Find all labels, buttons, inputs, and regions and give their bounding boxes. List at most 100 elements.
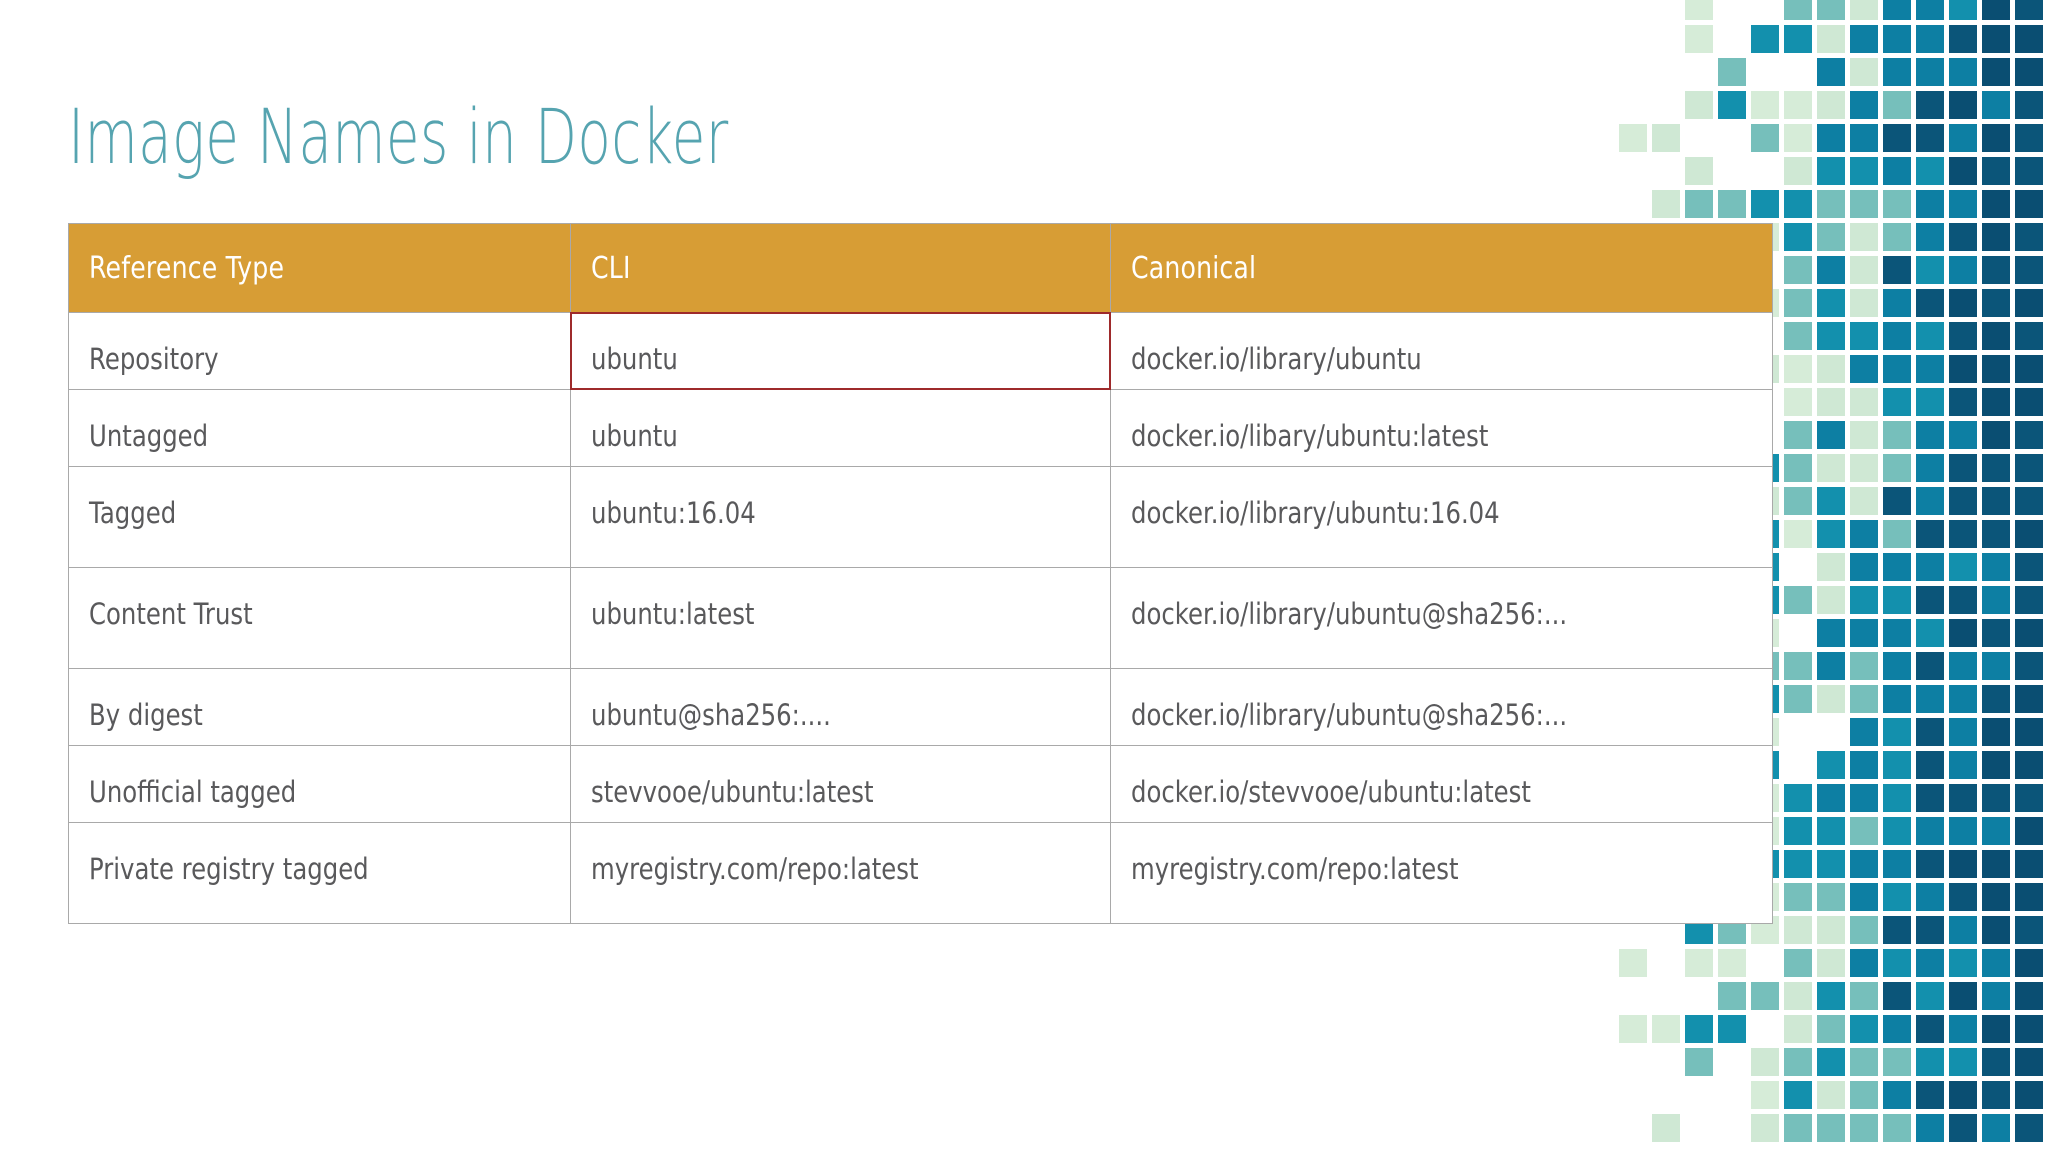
cell-reference_type: Unofficial tagged: [68, 745, 571, 823]
cell-text: ubuntu:latest: [591, 597, 755, 631]
cell-text: Tagged: [89, 496, 177, 530]
mosaic-cell: [2015, 553, 2043, 581]
mosaic-cell: [1817, 388, 1845, 416]
mosaic-cell: [2015, 190, 2043, 218]
table-header-row: Reference Type CLI Canonical: [68, 223, 1773, 313]
mosaic-cell: [1949, 1114, 1977, 1142]
cell-cli-highlighted[interactable]: ubuntu: [570, 312, 1112, 391]
mosaic-cell: [1916, 58, 1944, 86]
mosaic-cell: [1949, 256, 1977, 284]
mosaic-cell: [1817, 883, 1845, 911]
mosaic-cell: [1883, 850, 1911, 878]
mosaic-cell: [1850, 619, 1878, 647]
mosaic-cell: [1949, 751, 1977, 779]
mosaic-cell: [1850, 553, 1878, 581]
mosaic-cell: [1850, 0, 1878, 20]
mosaic-cell: [1949, 124, 1977, 152]
mosaic-cell: [1982, 157, 2010, 185]
cell-canonical: myregistry.com/repo:latest: [1110, 822, 1773, 924]
mosaic-cell: [1817, 685, 1845, 713]
mosaic-cell: [1949, 58, 1977, 86]
mosaic-cell: [1916, 25, 1944, 53]
mosaic-cell: [1718, 91, 1746, 119]
mosaic-cell: [1784, 487, 1812, 515]
mosaic-cell: [1685, 190, 1713, 218]
mosaic-cell: [1982, 124, 2010, 152]
cell-text: By digest: [89, 698, 203, 732]
mosaic-cell: [1916, 949, 1944, 977]
mosaic-cell: [2015, 652, 2043, 680]
mosaic-cell: [1817, 850, 1845, 878]
mosaic-cell: [1916, 1015, 1944, 1043]
mosaic-cell: [1817, 25, 1845, 53]
mosaic-cell: [1784, 883, 1812, 911]
mosaic-cell: [1751, 1114, 1779, 1142]
mosaic-cell: [1883, 124, 1911, 152]
mosaic-cell: [1817, 817, 1845, 845]
column-header-label: CLI: [591, 250, 631, 286]
mosaic-cell: [1949, 322, 1977, 350]
mosaic-cell: [1784, 850, 1812, 878]
mosaic-cell: [1850, 850, 1878, 878]
mosaic-cell: [1817, 355, 1845, 383]
mosaic-cell: [1784, 157, 1812, 185]
mosaic-cell: [1883, 157, 1911, 185]
mosaic-cell: [2015, 25, 2043, 53]
mosaic-cell: [1982, 0, 2010, 20]
mosaic-cell: [1949, 454, 1977, 482]
cell-text: docker.io/libary/ubuntu:latest: [1131, 419, 1489, 453]
mosaic-cell: [1949, 1015, 1977, 1043]
mosaic-cell: [1982, 1081, 2010, 1109]
mosaic-cell: [1784, 124, 1812, 152]
mosaic-cell: [1883, 256, 1911, 284]
mosaic-cell: [1949, 619, 1977, 647]
mosaic-cell: [1784, 223, 1812, 251]
cell-reference_type: Content Trust: [68, 567, 571, 669]
mosaic-cell: [1850, 1114, 1878, 1142]
cell-canonical: docker.io/stevvooe/ubuntu:latest: [1110, 745, 1773, 823]
mosaic-cell: [1982, 355, 2010, 383]
mosaic-cell: [1850, 157, 1878, 185]
mosaic-cell: [1883, 718, 1911, 746]
mosaic-cell: [1883, 289, 1911, 317]
mosaic-cell: [1619, 124, 1647, 152]
mosaic-cell: [1817, 784, 1845, 812]
cell-text: ubuntu:16.04: [591, 496, 756, 530]
mosaic-cell: [2015, 256, 2043, 284]
mosaic-cell: [1982, 685, 2010, 713]
mosaic-cell: [1916, 619, 1944, 647]
mosaic-cell: [1817, 1114, 1845, 1142]
page-title: Image Names in Docker: [68, 91, 729, 181]
mosaic-cell: [1916, 553, 1944, 581]
mosaic-cell: [2015, 718, 2043, 746]
mosaic-cell: [1817, 949, 1845, 977]
mosaic-cell: [1916, 652, 1944, 680]
mosaic-cell: [2015, 1015, 2043, 1043]
mosaic-cell: [1652, 124, 1680, 152]
mosaic-cell: [1982, 883, 2010, 911]
mosaic-cell: [1883, 0, 1911, 20]
mosaic-cell: [1949, 289, 1977, 317]
cell-cli: ubuntu:16.04: [570, 466, 1111, 568]
mosaic-cell: [1784, 685, 1812, 713]
mosaic-cell: [2015, 916, 2043, 944]
mosaic-cell: [1817, 652, 1845, 680]
mosaic-cell: [1817, 1081, 1845, 1109]
cell-cli: ubuntu:latest: [570, 567, 1111, 669]
mosaic-cell: [1784, 817, 1812, 845]
mosaic-cell: [1949, 190, 1977, 218]
mosaic-cell: [1784, 652, 1812, 680]
mosaic-cell: [1850, 949, 1878, 977]
cell-reference_type: Repository: [68, 312, 571, 390]
mosaic-cell: [1784, 25, 1812, 53]
mosaic-cell: [1982, 619, 2010, 647]
mosaic-cell: [2015, 520, 2043, 548]
mosaic-cell: [1784, 1114, 1812, 1142]
mosaic-cell: [1850, 58, 1878, 86]
mosaic-cell: [1850, 751, 1878, 779]
mosaic-cell: [1949, 487, 1977, 515]
mosaic-cell: [1949, 0, 1977, 20]
cell-cli: ubuntu: [570, 389, 1111, 467]
mosaic-cell: [2015, 619, 2043, 647]
